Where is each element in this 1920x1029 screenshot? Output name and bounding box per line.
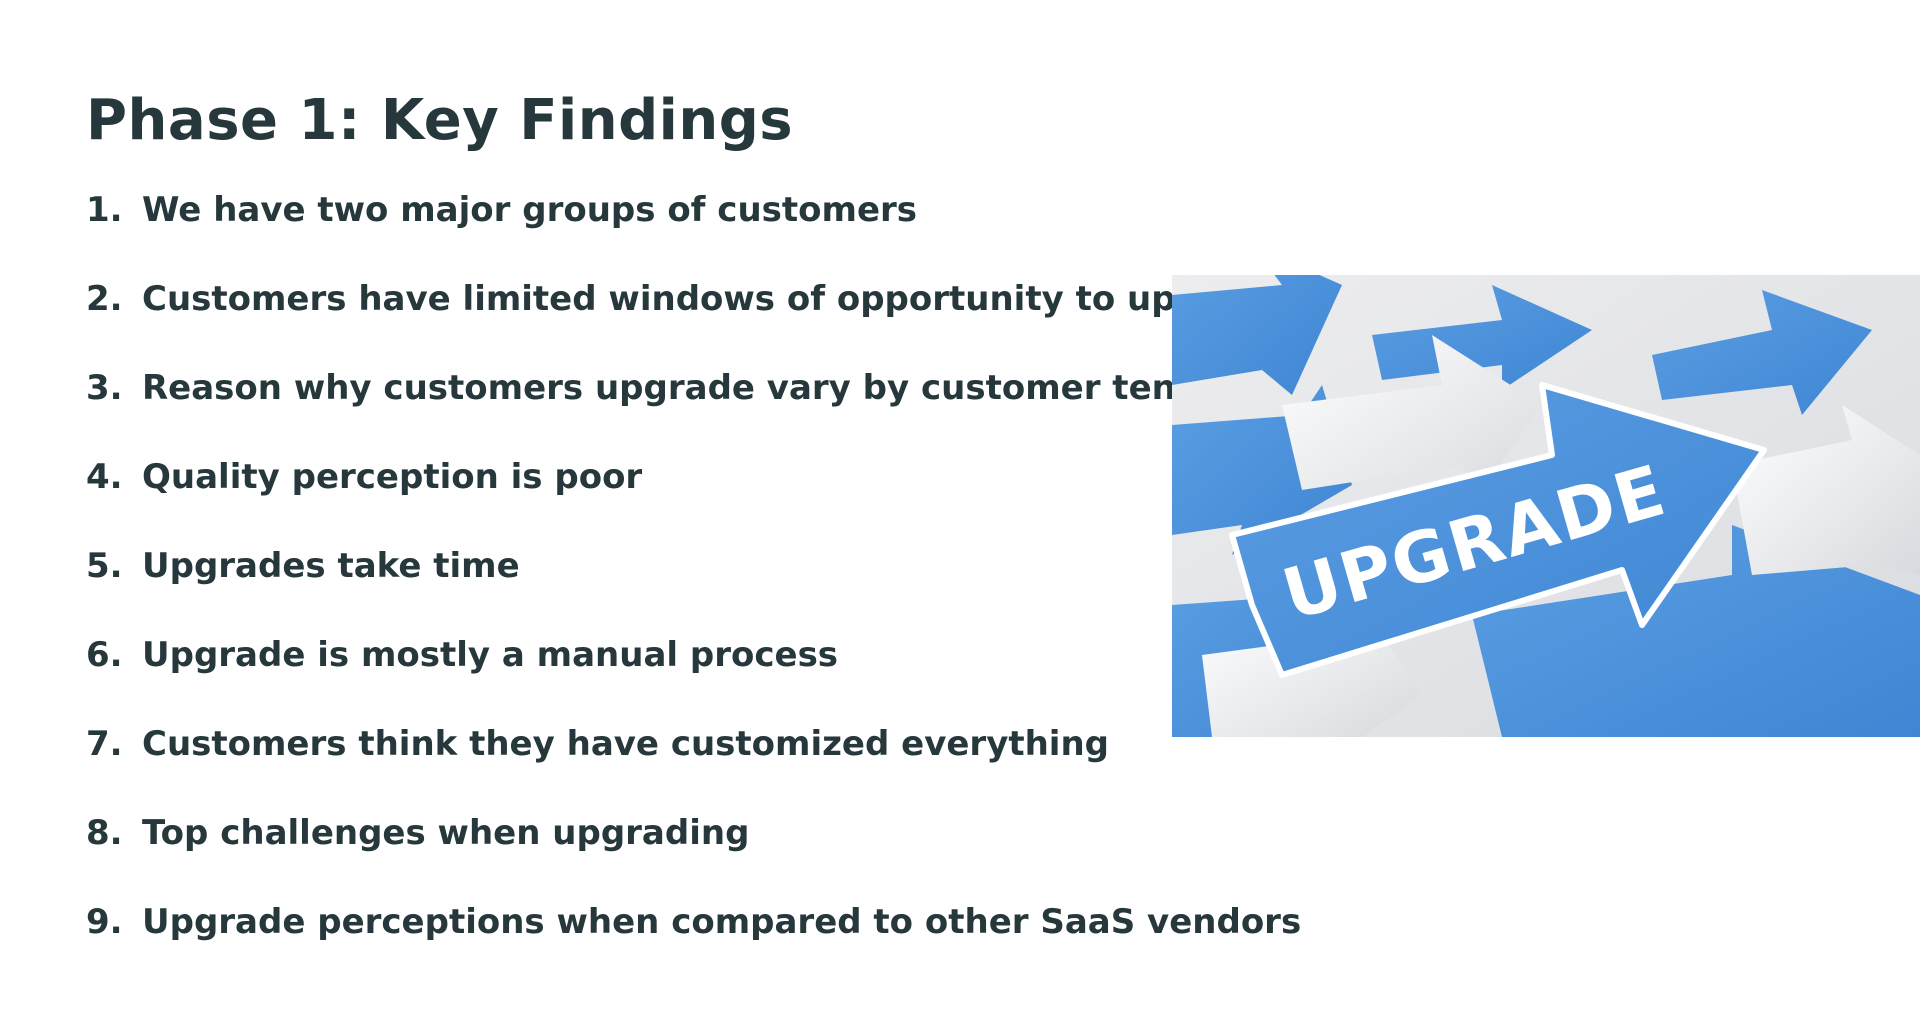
finding-number: 4. (86, 457, 123, 497)
finding-item: 5. Upgrades take time (86, 546, 1301, 635)
finding-text: Quality perception is poor (142, 457, 643, 497)
finding-text: We have two major groups of customers (142, 190, 918, 230)
finding-text: Upgrade perceptions when compared to oth… (142, 902, 1302, 942)
slide-title: Phase 1: Key Findings (86, 88, 794, 153)
finding-item: 4. Quality perception is poor (86, 457, 1301, 546)
finding-number: 6. (86, 635, 123, 675)
finding-item: 8. Top challenges when upgrading (86, 813, 1301, 902)
finding-text: Upgrade is mostly a manual process (142, 635, 839, 675)
finding-text: Top challenges when upgrading (142, 813, 750, 853)
finding-number: 7. (86, 724, 123, 764)
finding-number: 2. (86, 279, 123, 319)
finding-number: 3. (86, 368, 123, 408)
finding-item: 6. Upgrade is mostly a manual process (86, 635, 1301, 724)
finding-number: 5. (86, 546, 123, 586)
finding-item: 7. Customers think they have customized … (86, 724, 1301, 813)
finding-text: Upgrades take time (142, 546, 520, 586)
finding-text: Customers think they have customized eve… (142, 724, 1110, 764)
finding-item: 1. We have two major groups of customers (86, 190, 1301, 279)
finding-number: 8. (86, 813, 123, 853)
finding-number: 9. (86, 902, 123, 942)
finding-text: Reason why customers upgrade vary by cus… (142, 368, 1240, 408)
upgrade-arrows-icon: UPGRADE (1172, 275, 1920, 737)
finding-item: 9. Upgrade perceptions when compared to … (86, 902, 1301, 991)
finding-text: Customers have limited windows of opport… (142, 279, 1288, 319)
finding-number: 1. (86, 190, 123, 230)
upgrade-arrows-image: UPGRADE (1172, 275, 1920, 737)
findings-list: 1. We have two major groups of customers… (86, 190, 1301, 991)
finding-item: 2. Customers have limited windows of opp… (86, 279, 1301, 368)
finding-item: 3. Reason why customers upgrade vary by … (86, 368, 1301, 457)
